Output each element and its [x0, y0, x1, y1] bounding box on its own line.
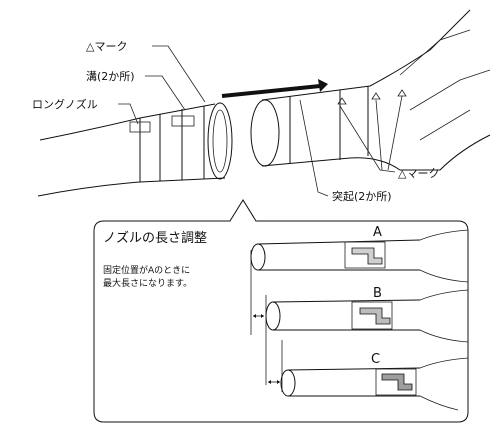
insert-arrow-head: [318, 79, 328, 92]
inset-note-line-2: 最大長さになります。: [103, 277, 192, 289]
groove-label: 溝(2か所): [86, 70, 135, 83]
nozzle-row-c: [280, 357, 469, 411]
long-nozzle-label: ロングノズル: [32, 97, 98, 111]
inset-box: [93, 199, 469, 423]
long-nozzle-drawing: [37, 102, 233, 197]
inset-note-line-1: 固定位置がAのときに: [103, 264, 190, 276]
inset-title: ノズルの長さ調整: [103, 230, 207, 246]
blower-body-drawing: [250, 9, 491, 171]
position-label-b: B: [373, 286, 382, 301]
nozzle-row-a: [250, 229, 469, 283]
mark-left-label: △マーク: [86, 40, 127, 53]
insert-arrow: [221, 84, 321, 98]
position-label-c: C: [371, 352, 380, 367]
nozzle-row-b: [265, 289, 469, 343]
mark-right-label: △マーク: [398, 167, 439, 180]
position-label-a: A: [373, 225, 382, 240]
protrusion-label: 突起(2か所): [332, 189, 392, 203]
